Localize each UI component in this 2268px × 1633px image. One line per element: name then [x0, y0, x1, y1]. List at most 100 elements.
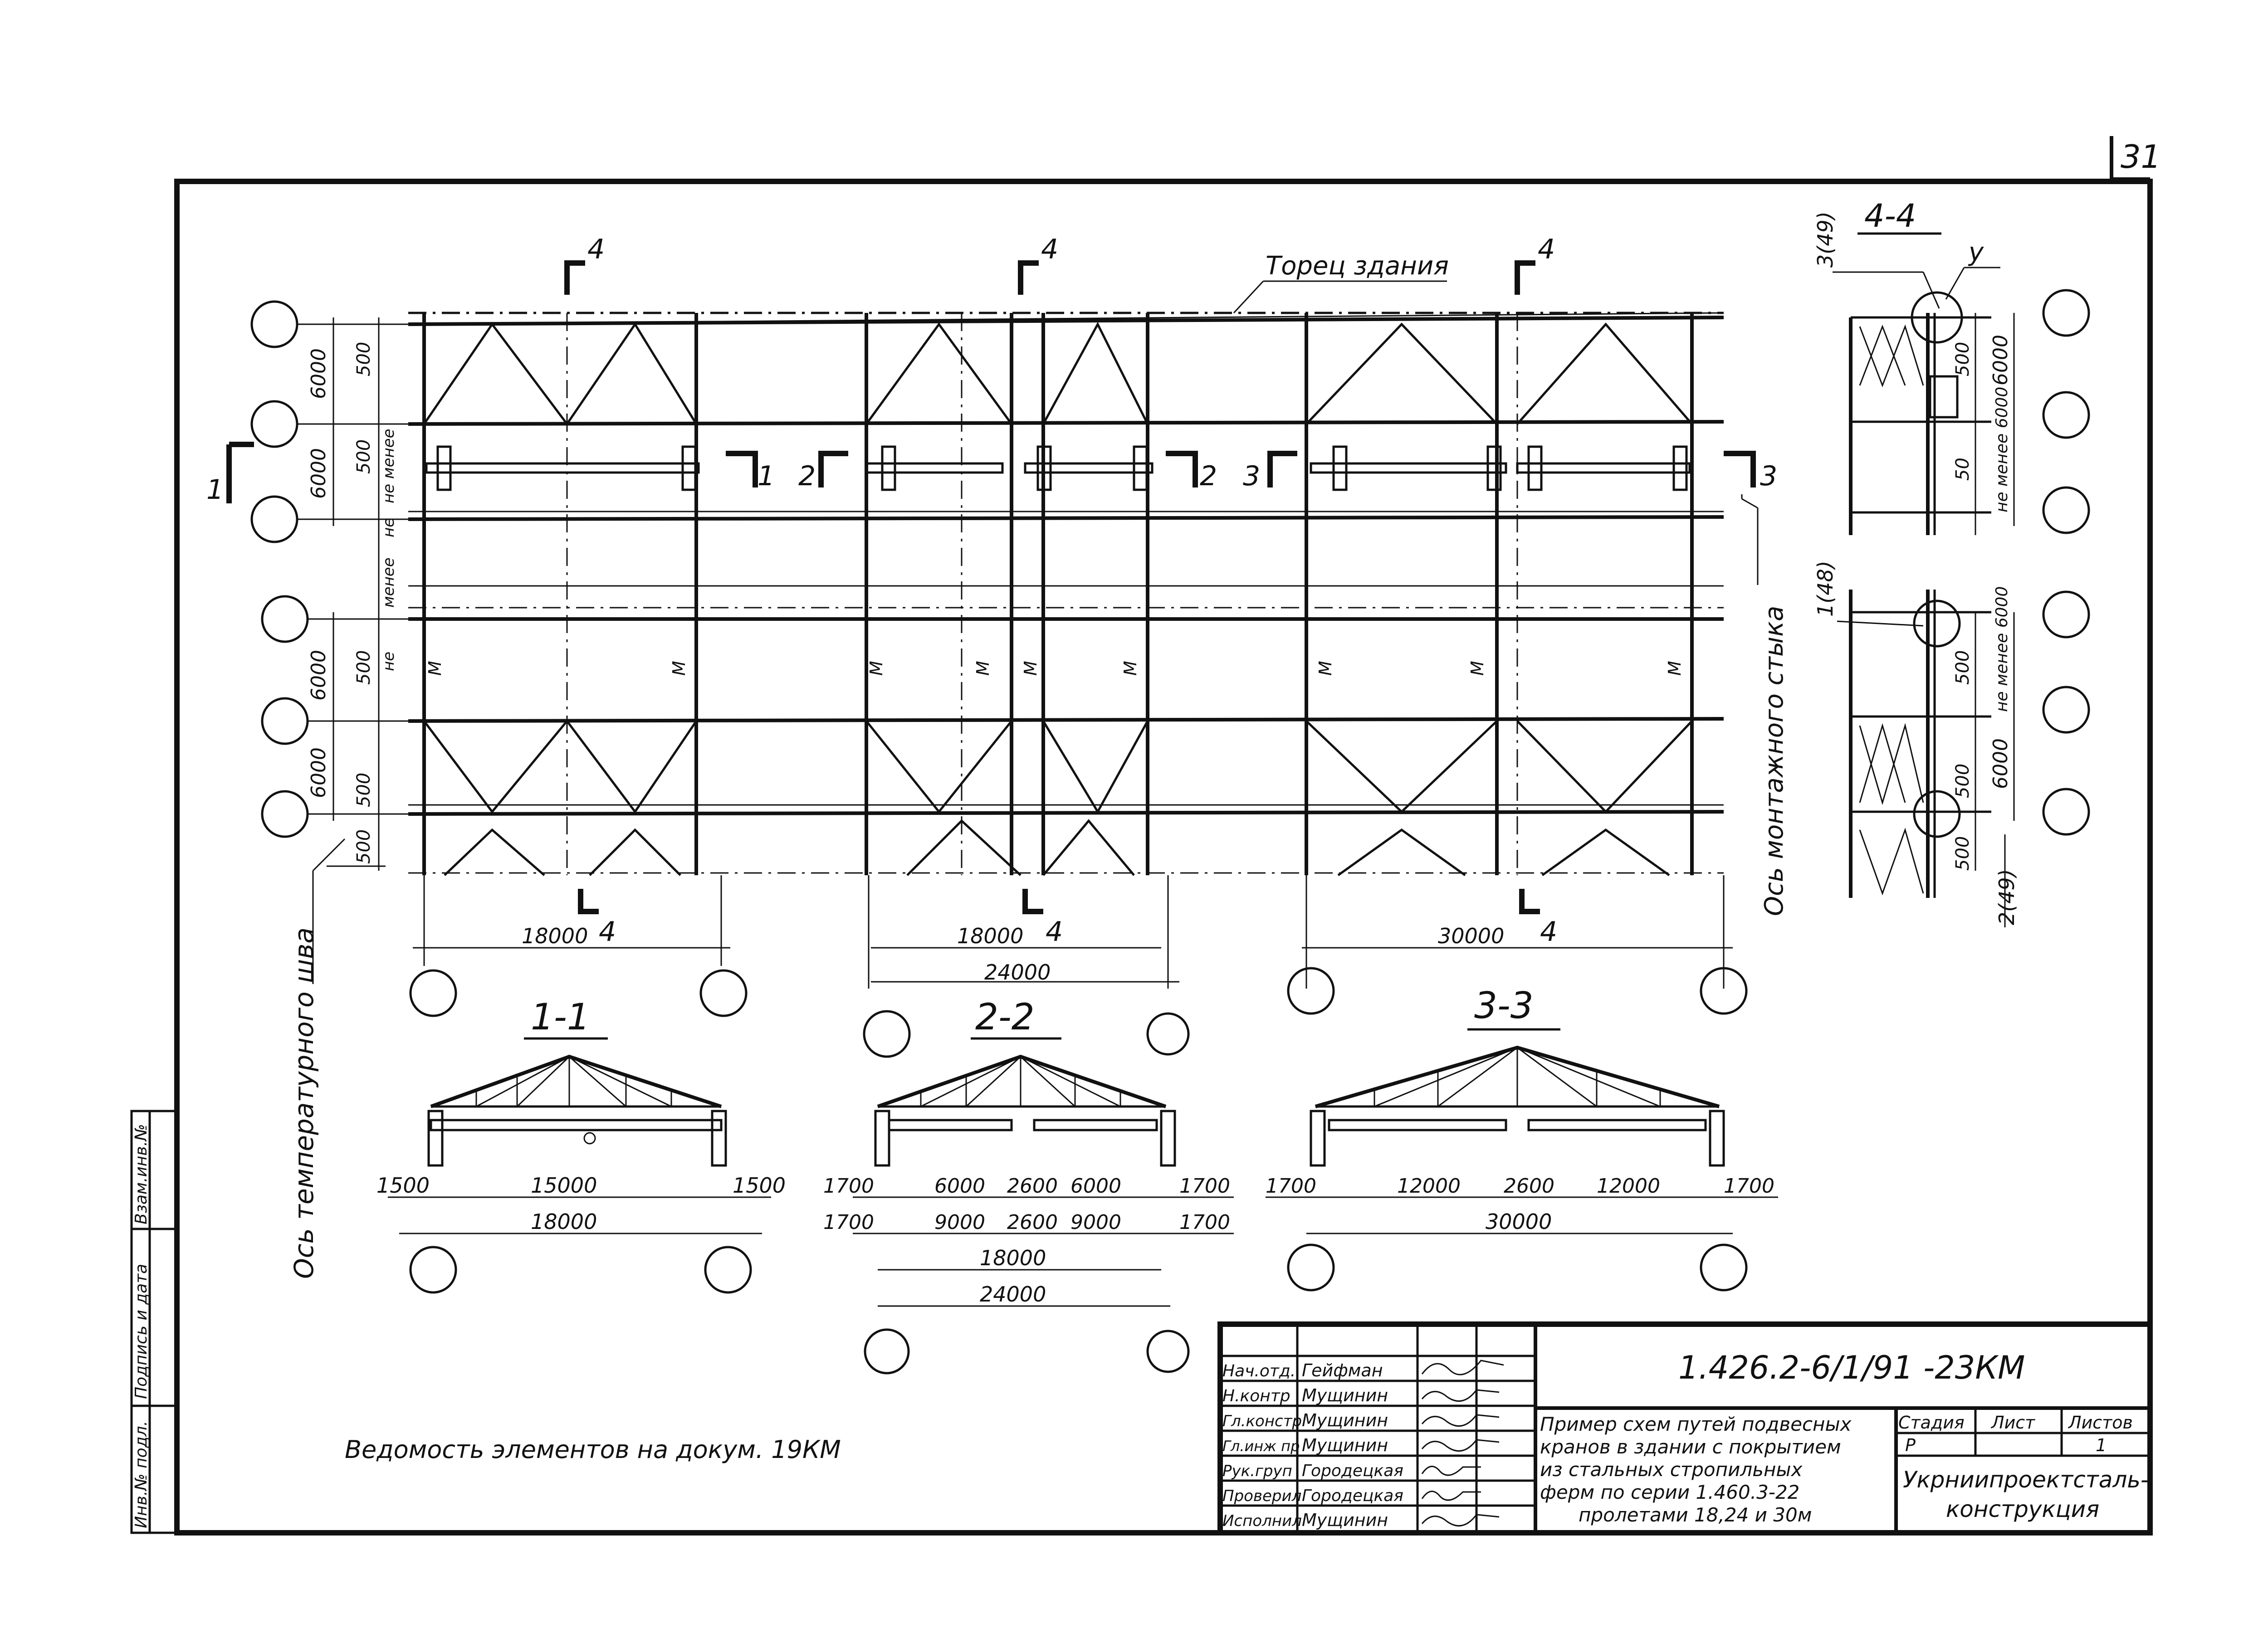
dim44-50: 50	[1952, 458, 1973, 481]
dim-not-less-short: не	[380, 518, 398, 537]
cut-4-top-1: 4	[587, 234, 605, 265]
role-3: Гл.инж пр	[1222, 1438, 1300, 1455]
org-line-1: конструкция	[1946, 1496, 2099, 1522]
dim-6000-b: 6000	[307, 448, 330, 499]
role-5: Проверил	[1222, 1487, 1301, 1505]
dim-not-less-a: не менее	[380, 429, 398, 503]
s22-r3-0: 18000	[980, 1246, 1046, 1270]
m-mark-1: М	[425, 661, 445, 676]
name-3: Мущинин	[1302, 1435, 1388, 1455]
stage-header: Стадия	[1898, 1413, 1965, 1433]
m-mark-4: М	[973, 661, 993, 676]
section-4-4-title: 4-4	[1864, 197, 1916, 234]
section-4-4: 4-4 у 3(49) 1(48) 2(49)	[1813, 197, 2090, 927]
doc-title-1: кранов в здании с покрытием	[1540, 1436, 1841, 1458]
doc-code: 1.426.2-6/1/91 -23КМ	[1678, 1349, 2025, 1386]
section-1-1-title: 1-1	[531, 996, 590, 1038]
s22-r4-0: 24000	[980, 1282, 1046, 1306]
cut-label-3: 3	[1243, 460, 1260, 492]
assembly-joint-label: Ось монтажного стыка	[1760, 606, 1789, 916]
sheet-frame: 31	[174, 136, 2161, 1536]
dim-6000-a: 6000	[307, 348, 330, 399]
m-mark-8: М	[1467, 661, 1487, 676]
dim44-500-b: 500	[1952, 650, 1973, 685]
side-stamp-sign: Подпись и дата	[132, 1264, 151, 1399]
sheets-header: Листов	[2068, 1413, 2133, 1433]
org-line-0: Укрниипроектсталь-	[1903, 1467, 2149, 1493]
s22-r2-4: 1700	[1179, 1211, 1230, 1234]
m-mark-7: М	[1315, 661, 1335, 676]
dim-500-e: 500	[353, 829, 374, 864]
dim44-6000-a: 6000	[1989, 335, 2012, 385]
s11-r1-2: 1500	[733, 1173, 786, 1198]
ref-2-49: 2(49)	[1994, 869, 2019, 925]
s22-r2-1: 9000	[934, 1211, 985, 1234]
span-block3: 30000	[1438, 924, 1504, 948]
dim44-not-less-b: не менее 6000	[1993, 586, 2011, 712]
s33-r1-2: 2600	[1504, 1175, 1554, 1198]
ref-3-49: 3(49)	[1813, 211, 1838, 268]
s22-r1-1: 6000	[934, 1175, 985, 1198]
cut-label-2: 2	[798, 460, 816, 492]
s22-r1-2: 2600	[1007, 1175, 1058, 1198]
dim-not-less-c: не	[380, 652, 398, 671]
cut-label-1-left: 1	[206, 474, 224, 506]
sheet-number: 31	[2121, 138, 2161, 175]
span-block2-a: 18000	[957, 924, 1023, 948]
s11-r1-0: 1500	[376, 1173, 430, 1198]
section-3-3-title: 3-3	[1474, 985, 1534, 1027]
doc-title-3: ферм по серии 1.460.3-22	[1540, 1481, 1799, 1503]
elements-list-note: Ведомость элементов на докум. 19КМ	[345, 1435, 841, 1464]
building-end-label: Торец здания	[1266, 251, 1449, 281]
m-mark-6: М	[1120, 661, 1140, 676]
dim-500-d: 500	[353, 773, 374, 807]
dim-500-b: 500	[353, 439, 374, 474]
role-2: Гл.констр	[1222, 1412, 1302, 1430]
dim-6000-c: 6000	[307, 650, 330, 701]
name-5: Городецкая	[1302, 1487, 1403, 1505]
s33-r1-3: 12000	[1597, 1175, 1660, 1198]
cut-label-1: 1	[758, 460, 775, 492]
node-u-label: у	[1968, 238, 1984, 267]
dim44-not-less-a: не менее 6000	[1993, 387, 2011, 512]
name-2: Мущинин	[1302, 1410, 1388, 1430]
name-0: Гейфман	[1302, 1360, 1383, 1380]
m-mark-3: М	[866, 661, 886, 676]
role-4: Рук.груп	[1222, 1462, 1292, 1480]
section-2-2: 2-2 1700 6000 2600 6000 1700 1700 9000 2…	[823, 996, 1234, 1375]
cut-marker-1-left: 1	[206, 442, 254, 506]
cut-4-top-2: 4	[1041, 234, 1058, 265]
plan-span-dims: 18000 18000 24000 30000	[413, 924, 1733, 985]
dim-500-a: 500	[353, 342, 374, 376]
name-1: Мущинин	[1302, 1385, 1388, 1405]
cut-4-bot-3: 4	[1540, 916, 1557, 948]
sheets-value: 1	[2096, 1435, 2107, 1455]
s11-r2-0: 18000	[531, 1209, 597, 1234]
cut-4-bot-2: 4	[1046, 916, 1063, 948]
role-6: Исполнил	[1222, 1512, 1302, 1530]
doc-title-0: Пример схем путей подвесных	[1540, 1413, 1852, 1435]
cut-4-top-3: 4	[1538, 234, 1555, 265]
section-2-2-title: 2-2	[975, 996, 1035, 1038]
ref-1-48: 1(48)	[1813, 561, 1838, 617]
stage-value: Р	[1905, 1435, 1916, 1455]
role-0: Нач.отд.	[1222, 1362, 1295, 1380]
cut-label-3b: 3	[1760, 460, 1777, 492]
section-3-3: 3-3 1700 12000 2600 12000 1700 30000	[1266, 985, 1778, 1292]
m-mark-2: М	[669, 661, 689, 676]
dim44-500-a: 500	[1952, 342, 1973, 376]
side-stamp-inv: Инв.№ подл.	[132, 1421, 151, 1528]
axis-markers-left	[250, 300, 431, 838]
doc-title-4: пролетами 18,24 и 30м	[1579, 1504, 1812, 1526]
span-block1: 18000	[522, 924, 588, 948]
s22-r2-0: 1700	[823, 1211, 874, 1234]
m-marks: М М М М М М М М М	[425, 661, 1685, 676]
dim-6000-d: 6000	[307, 747, 330, 798]
side-stamp-replace: Взам.инв.№	[132, 1124, 151, 1224]
side-stamp: Инв.№ подл. Подпись и дата Взам.инв.№	[130, 1110, 178, 1534]
s33-r1-1: 12000	[1397, 1175, 1461, 1198]
s22-r2-3: 9000	[1070, 1211, 1121, 1234]
s22-r1-3: 6000	[1070, 1175, 1121, 1198]
s11-r1-1: 15000	[531, 1173, 597, 1198]
